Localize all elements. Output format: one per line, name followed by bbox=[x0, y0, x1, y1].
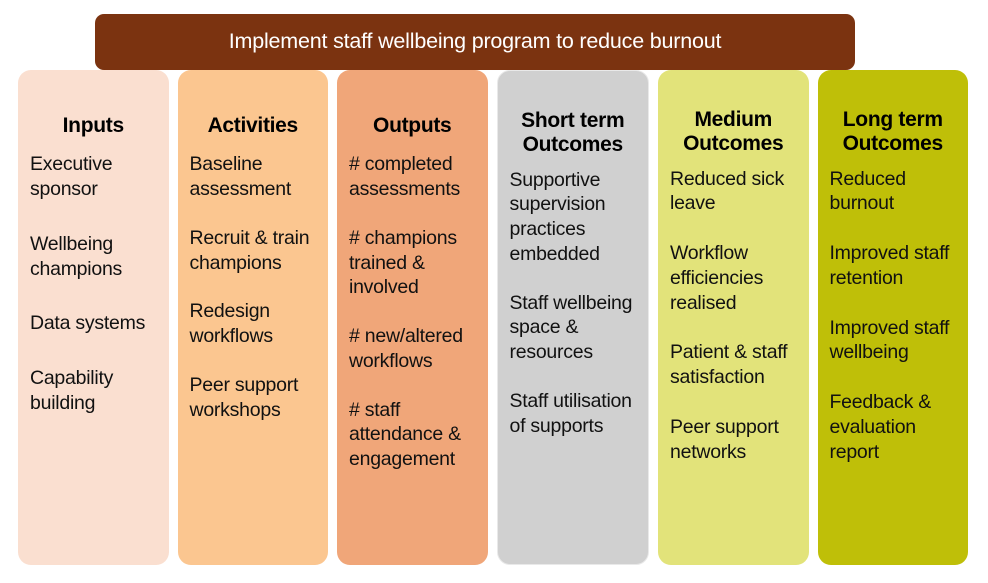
column-items-outputs: # completed assessments # champions train… bbox=[349, 152, 476, 553]
list-item: Wellbeing champions bbox=[30, 232, 123, 280]
list-item: Workflow efficiencies realised bbox=[670, 242, 764, 314]
list-item: Feedback & evaluation report bbox=[829, 391, 932, 463]
list-item: Redesign workflows bbox=[189, 300, 274, 348]
column-heading-medium-outcomes: Medium Outcomes bbox=[683, 108, 784, 156]
list-item: Reduced burnout bbox=[829, 167, 907, 215]
program-banner: Implement staff wellbeing program to red… bbox=[95, 14, 855, 70]
list-item: Executive sponsor bbox=[30, 153, 113, 201]
list-item: Baseline assessment bbox=[189, 153, 292, 201]
list-item: # new/altered workflows bbox=[349, 325, 463, 372]
column-heading-outputs: Outputs bbox=[373, 114, 452, 137]
list-item: # staff attendance & engagement bbox=[349, 398, 461, 471]
list-item: # completed assessments bbox=[349, 153, 461, 201]
list-item: Improved staff retention bbox=[829, 242, 950, 289]
column-heading-activities: Activities bbox=[207, 114, 299, 137]
list-item: Patient & staff satisfaction bbox=[670, 341, 788, 389]
list-item: Staff utilisation of supports bbox=[509, 389, 632, 437]
list-item: Improved staff wellbeing bbox=[829, 316, 950, 364]
list-item: Peer support networks bbox=[670, 415, 779, 463]
column-items-short-term-outcomes: Supportive supervision practices embedde… bbox=[510, 168, 637, 552]
list-item: Capability building bbox=[30, 367, 114, 414]
list-item: Peer support workshops bbox=[189, 373, 299, 421]
list-item: Reduced sick leave bbox=[670, 167, 785, 215]
column-outputs: Outputs # completed assessments # champion… bbox=[337, 70, 488, 565]
list-item: # champions trained & involved bbox=[349, 226, 457, 299]
list-item: Staff wellbeing space & resources bbox=[509, 291, 633, 364]
program-banner-title: Implement staff wellbeing program to red… bbox=[228, 29, 722, 54]
column-heading-long-term-outcomes: Long term Outcomes bbox=[842, 108, 944, 156]
list-item: Data systems bbox=[30, 312, 146, 335]
list-item: Supportive supervision practices embedde… bbox=[509, 168, 606, 265]
list-item: Recruit & train champions bbox=[189, 226, 310, 274]
column-heading-inputs: Inputs bbox=[62, 114, 125, 137]
column-heading-short-term-outcomes: Short term Outcomes bbox=[521, 109, 625, 157]
